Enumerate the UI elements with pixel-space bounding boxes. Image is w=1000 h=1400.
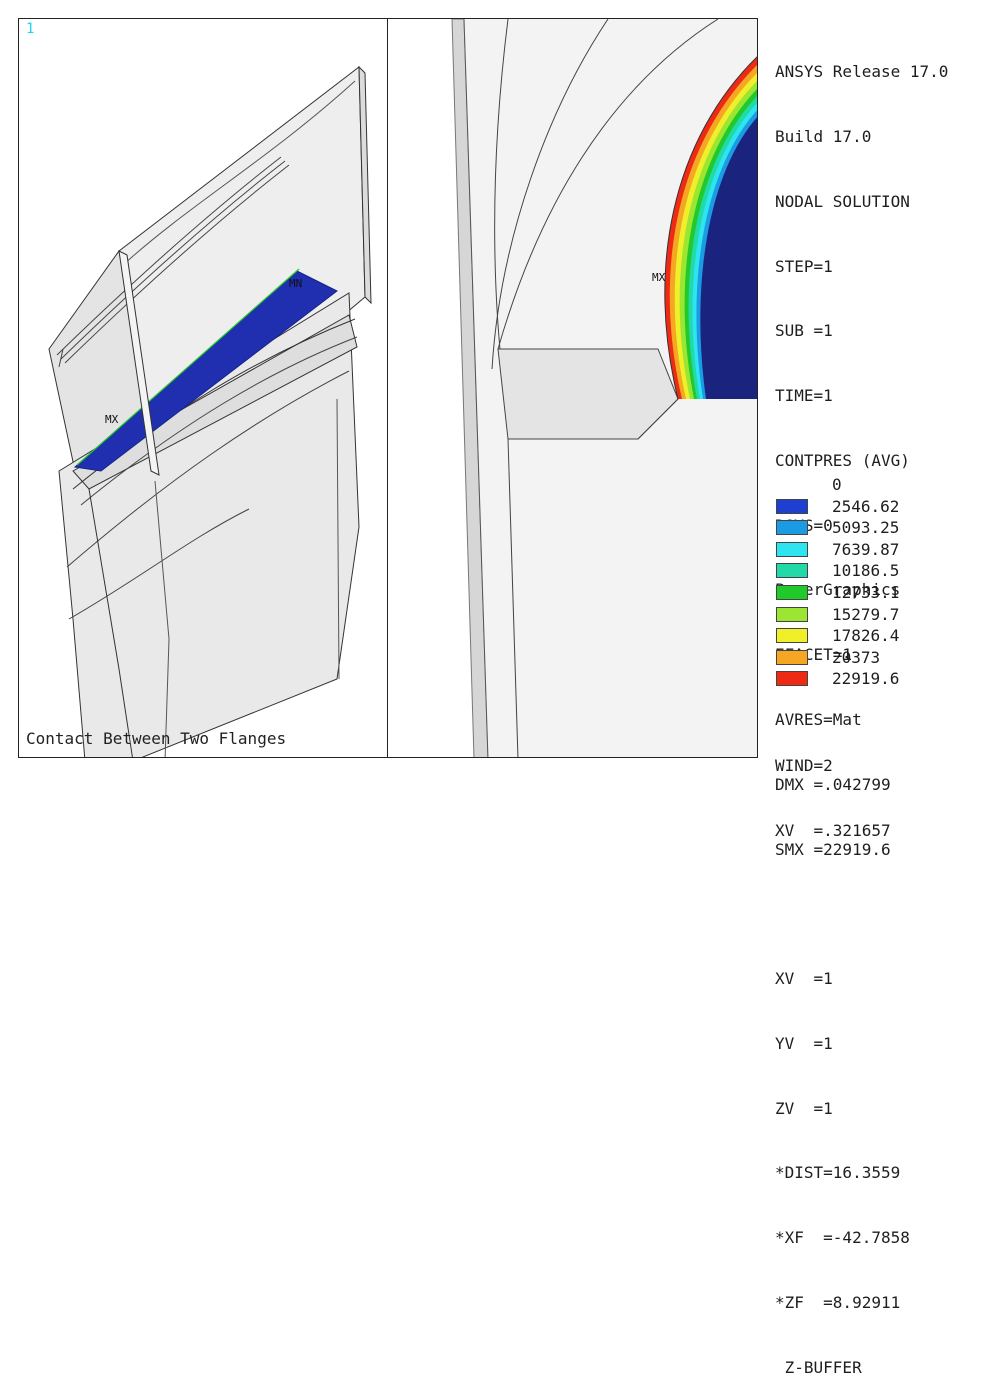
view-line: *ZF =8.92911	[775, 1293, 901, 1313]
view-line: YV =1	[775, 1033, 833, 1053]
legend-row: 7639.87	[776, 539, 996, 561]
max-label-zoom: MX	[652, 271, 666, 284]
view-line: Z-BUFFER	[775, 1357, 862, 1377]
legend-swatch	[776, 649, 808, 665]
wind-line: XV =.321657	[775, 820, 891, 840]
view-line: *XF =-42.7858	[775, 1228, 910, 1248]
wind-line: WIND=2	[775, 756, 833, 776]
info-line: Build 17.0	[775, 126, 872, 146]
info-line: AVRES=Mat	[775, 710, 862, 729]
legend-row: 12733.1	[776, 582, 996, 604]
info-line: CONTPRES (AVG)	[775, 450, 910, 470]
legend-row: 15279.7	[776, 604, 996, 626]
legend-row: 10186.5	[776, 560, 996, 582]
info-line: SUB =1	[775, 321, 833, 341]
legend-value: 22919.6	[832, 669, 900, 689]
window-caption: Contact Between Two Flanges	[26, 729, 287, 748]
legend-swatch	[776, 498, 808, 514]
legend-row: 5093.25	[776, 517, 996, 539]
view-line: *DIST=16.3559	[775, 1163, 901, 1183]
legend-row: 2546.62	[776, 496, 996, 518]
legend-value: 5093.25	[832, 518, 900, 538]
viewport-window-1[interactable]: MN MX 1 Contact Between Two Flanges	[18, 18, 388, 758]
legend-swatch	[776, 606, 808, 622]
info-line: STEP=1	[775, 256, 833, 276]
window-number: 1	[26, 21, 35, 37]
info-line: TIME=1	[775, 386, 833, 406]
info-line: ANSYS Release 17.0	[775, 62, 949, 82]
legend-row: 20373	[776, 647, 996, 669]
legend-value: 2546.62	[832, 496, 900, 516]
min-label: MN	[289, 277, 302, 290]
legend-swatch	[776, 585, 808, 600]
legend-value: 17826.4	[832, 626, 900, 646]
legend-swatch	[776, 541, 808, 557]
legend-value: 20373	[832, 647, 881, 667]
legend-value: 0	[832, 475, 842, 494]
info-line: NODAL SOLUTION	[775, 191, 910, 211]
legend-value: 15279.7	[832, 604, 900, 624]
legend-row: 17826.4	[776, 625, 996, 647]
view-line: ZV =1	[775, 1098, 833, 1118]
legend-swatch	[776, 628, 808, 644]
legend-swatch	[776, 520, 808, 536]
legend-swatch	[776, 671, 808, 687]
window2-info: WIND=2 XV =.321657	[775, 712, 891, 863]
legend-zero: 0	[776, 474, 996, 496]
legend-row: 22919.6	[776, 668, 996, 690]
max-label: MX	[105, 413, 119, 426]
view-line: XV =1	[775, 969, 833, 989]
zoomed-contact-view: MX	[388, 19, 757, 757]
flange-model-view: MN MX	[48, 65, 372, 757]
viewport-window-2[interactable]: MX	[387, 18, 758, 758]
legend-value: 7639.87	[832, 539, 900, 559]
solution-info-panel: ANSYS Release 17.0 Build 17.0 NODAL SOLU…	[775, 18, 997, 1400]
legend-swatch	[776, 563, 808, 579]
legend-value: 12733.1	[832, 583, 900, 602]
legend-value: 10186.5	[832, 561, 900, 581]
